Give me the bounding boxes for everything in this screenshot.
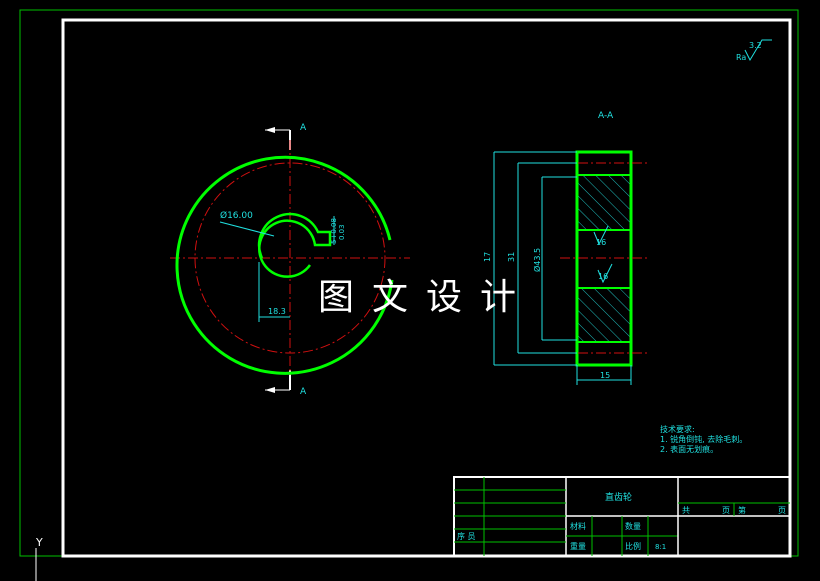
dim-16-a: 16 [596,238,606,247]
dim-diameter-16: Ø16.00 [220,210,253,221]
seq-label: 序 员 [457,531,476,541]
dim-keyway-tol2: 0.03 [338,224,346,240]
front-view [170,140,410,375]
dim-15: 15 [600,371,610,380]
notes-title: 技术要求: [660,424,695,434]
dim-17: 17 [483,252,492,262]
sheet-label: 第 [738,505,746,515]
svg-text:A: A [300,123,307,133]
axis-y-label: Y [35,536,43,549]
dim-16-b: 16 [598,272,608,281]
watermark: 图文设计 [318,277,535,318]
section-label: A-A [598,111,614,121]
section-view [493,150,650,385]
dim-31: 31 [507,252,516,262]
sheet-page-label: 页 [778,506,786,515]
notes-line1: 1. 锐角倒钝, 去除毛刺。 [660,434,747,444]
svg-text:A: A [300,387,307,397]
dim-18-3: 18.3 [268,307,286,316]
inner-border [61,18,792,558]
roughness-symbol: Ra 3.2 [736,39,772,62]
cut-mark-top: A [265,123,307,150]
page-label: 页 [722,506,730,515]
dim-keyway-tol: 5+0.08 [330,218,338,244]
scale-label: 比例 [625,541,641,551]
weight-label: 重量 [570,541,586,551]
notes-line2: 2. 表面无划痕。 [660,444,718,454]
quantity-label: 数量 [625,521,641,531]
title-block [453,476,791,557]
scale-value: 8:1 [655,543,666,551]
svg-text:3.2: 3.2 [749,41,762,50]
material-label: 材料 [570,521,586,531]
svg-text:Ra: Ra [736,53,746,62]
part-name: 直齿轮 [605,491,632,503]
total-label: 共 [682,506,690,515]
dim-43-5: Ø43.5 [532,248,542,272]
